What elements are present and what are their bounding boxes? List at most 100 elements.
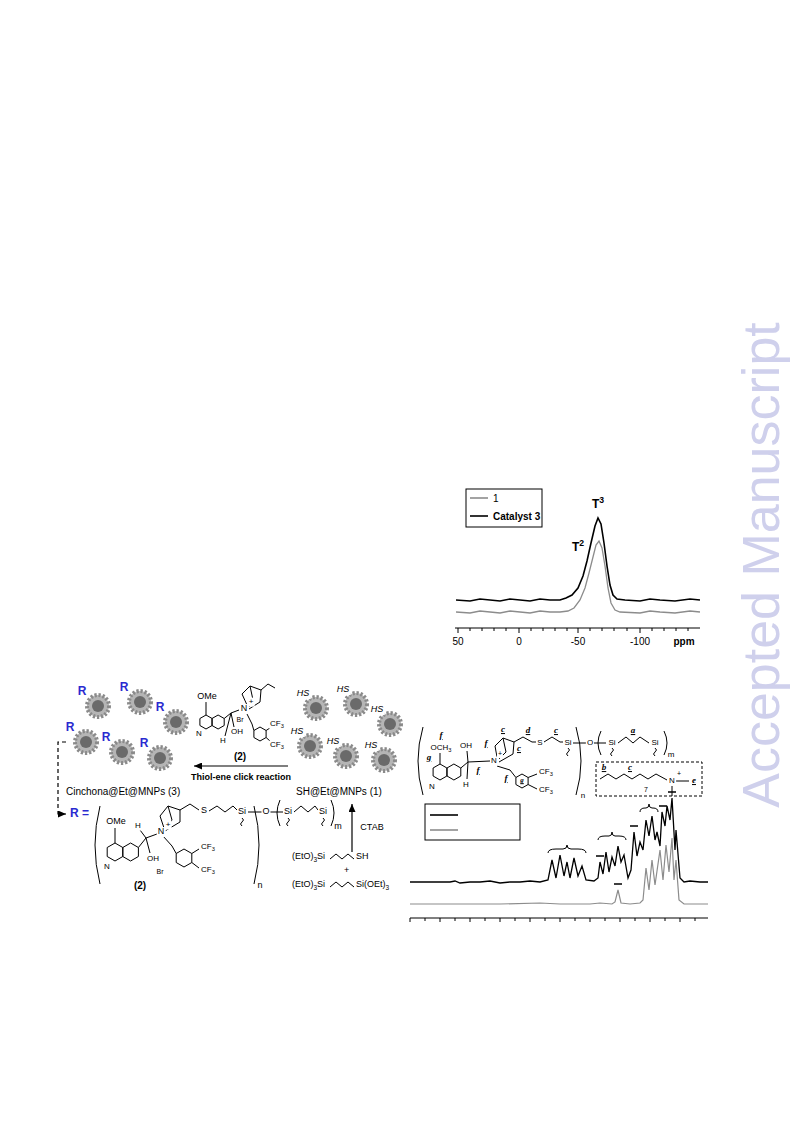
text-part: Cinchona@Et@MNPs (: [66, 786, 171, 797]
assignment-letter: f: [476, 766, 481, 776]
atom-label: HS: [364, 741, 379, 751]
substituent-label: R: [139, 737, 150, 750]
text-part: c: [628, 762, 632, 772]
text-part: 3: [212, 846, 215, 852]
text-part: N: [104, 862, 110, 871]
text-part: N: [429, 782, 435, 791]
atom-label: N: [195, 730, 203, 739]
atom-label: CF3: [200, 843, 216, 852]
text-part: d: [526, 725, 531, 735]
atom-label: OMe: [196, 692, 218, 702]
text-part: R: [120, 680, 129, 694]
text-part: m: [334, 821, 342, 831]
legend-sample: [470, 509, 490, 523]
substituent-label: R: [65, 721, 76, 734]
text-part: HS: [291, 726, 304, 736]
text-part: n: [581, 791, 585, 800]
atom-label: HS: [370, 705, 385, 715]
nanoparticle: [345, 693, 367, 715]
atom-label: H: [462, 781, 470, 790]
substituent-label: R =: [70, 807, 89, 820]
text-part: 3: [171, 786, 177, 797]
atom-label: S: [200, 806, 208, 816]
text-part: +: [344, 865, 349, 875]
assignment-letter: a: [630, 726, 637, 736]
text-part: g: [427, 752, 432, 762]
assignment-letter: c: [500, 725, 506, 735]
atom-label: m: [667, 751, 676, 760]
alkyl-chain: [330, 854, 354, 887]
formula-text: (EtO)3Si: [292, 852, 325, 862]
atom-label: n: [580, 792, 586, 801]
text-part: 3: [386, 884, 390, 891]
text-part: R: [78, 684, 87, 698]
substituent-definition: R =: [66, 806, 96, 822]
text-part: T: [592, 497, 599, 511]
atom-label: m: [333, 822, 343, 832]
text-part: OH: [147, 854, 159, 863]
text-part: 2: [579, 538, 584, 548]
text-part: Thiol-ene click reaction: [191, 772, 291, 782]
text-part: 3: [550, 789, 553, 795]
text-part: N: [158, 826, 165, 836]
formula-text: SH: [356, 852, 369, 862]
precursor-group: (EtO)3SiSH+(EtO)3SiSi(OEt)3: [292, 852, 404, 896]
formula-text: (EtO)3Si: [292, 880, 325, 890]
text-part: Si: [317, 851, 325, 861]
reaction-arrow: [194, 765, 288, 766]
legend-box: [425, 804, 520, 840]
text-part: 50: [574, 636, 585, 647]
particle-group: SH@Et@MNPs (1): [288, 680, 406, 804]
atom-label: S: [536, 739, 543, 748]
axis-tick-label: -100: [629, 636, 651, 647]
text-part: Br: [157, 868, 164, 875]
atom-label: H: [219, 737, 227, 746]
spectrum-catalyst: [456, 518, 700, 601]
text-part: (EtO): [292, 851, 314, 861]
substituent-label: R: [119, 681, 130, 694]
text-part: 2: [237, 751, 243, 762]
text-part: f: [477, 765, 480, 775]
atom-label: HS: [290, 727, 305, 737]
legend-line: [430, 829, 458, 831]
si-nmr-chart: [455, 489, 700, 633]
text-part: 3: [535, 511, 541, 522]
atom-label: Br: [236, 716, 245, 724]
text-part: CF: [539, 767, 550, 776]
assignment-letter: f: [484, 739, 489, 749]
text-part: ): [143, 880, 146, 891]
arrow-label: Thiol-ene click reaction: [189, 773, 293, 783]
atom-label: +: [497, 750, 503, 758]
ppm-axis: [410, 918, 708, 922]
text-part: 100: [633, 636, 650, 647]
text-part: g: [520, 776, 524, 784]
assignment-letter: d: [525, 726, 532, 736]
legend-text: Catalyst 3: [493, 511, 540, 522]
axis-tick-label: 50: [451, 636, 464, 647]
assignment-letter: e: [691, 776, 697, 786]
atom-label: OMe: [105, 817, 127, 827]
assignment-letter: f: [439, 731, 444, 741]
text-part: Si(OEt): [356, 879, 386, 889]
text-part: T: [572, 540, 579, 554]
ctab-dashed-box: [596, 762, 702, 796]
text-part: (EtO): [292, 879, 314, 889]
atom-label: N: [428, 783, 436, 792]
text-part: ): [243, 751, 246, 762]
text-part: O: [262, 806, 269, 816]
atom-label: O: [261, 807, 270, 817]
text-part: 3: [212, 869, 215, 875]
text-part: +: [166, 820, 171, 829]
text-part: Si: [284, 806, 292, 816]
text-part: CF: [201, 865, 212, 874]
text-part: H: [463, 780, 469, 789]
legend-sample: [470, 491, 490, 505]
text-part: CF: [539, 785, 550, 794]
nanoparticle: [373, 749, 395, 771]
text-part: f: [485, 738, 488, 748]
substituent-label: R: [77, 685, 88, 698]
text-part: c: [517, 743, 521, 753]
atom-label: N: [490, 757, 498, 766]
text-part: 3: [314, 856, 318, 863]
